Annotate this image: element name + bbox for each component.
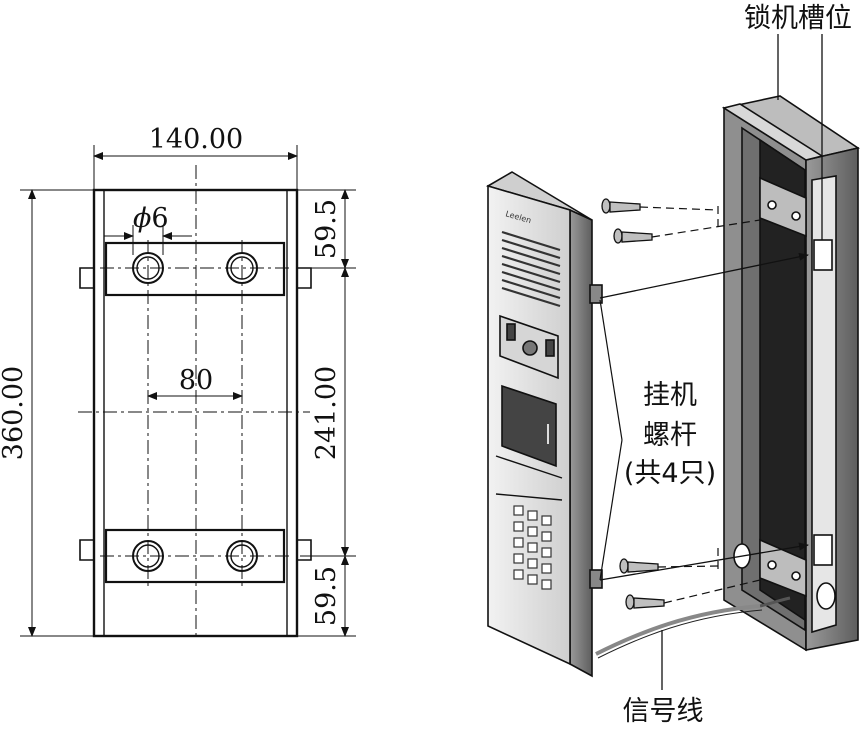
mounting-plate-drawing	[20, 145, 356, 640]
hole-spacing-label: 80	[179, 365, 213, 396]
bottom-offset-label: 59.5	[311, 566, 342, 626]
screw-2	[613, 228, 653, 244]
signal-wire-label: 信号线	[623, 696, 704, 727]
hole-diameter-label: ϕ6	[133, 203, 169, 234]
lock-slot-label: 锁机槽位	[744, 3, 852, 34]
door-station-panel: Leelen	[485, 171, 603, 678]
display-window	[501, 384, 557, 468]
lock-slot-top	[813, 239, 833, 271]
speaker-grille	[501, 230, 561, 308]
screw-1	[601, 198, 641, 214]
camera-lens-icon	[522, 340, 538, 356]
top-offset-label: 59.5	[311, 199, 342, 259]
lock-slot-bottom	[813, 534, 833, 566]
height-dimension-label: 360.00	[0, 366, 29, 460]
screw-label-line1: 挂机	[643, 380, 697, 411]
keypad	[513, 505, 552, 590]
span-dimension-label: 241.00	[311, 366, 342, 460]
wall-box	[721, 95, 860, 652]
screw-label-line3: (共4只)	[624, 458, 716, 489]
width-dimension-label: 140.00	[149, 124, 243, 155]
screw-4	[625, 594, 665, 610]
signal-wire	[595, 604, 761, 656]
top-bracket	[104, 241, 286, 297]
screw-label-line2: 螺杆	[643, 420, 697, 451]
